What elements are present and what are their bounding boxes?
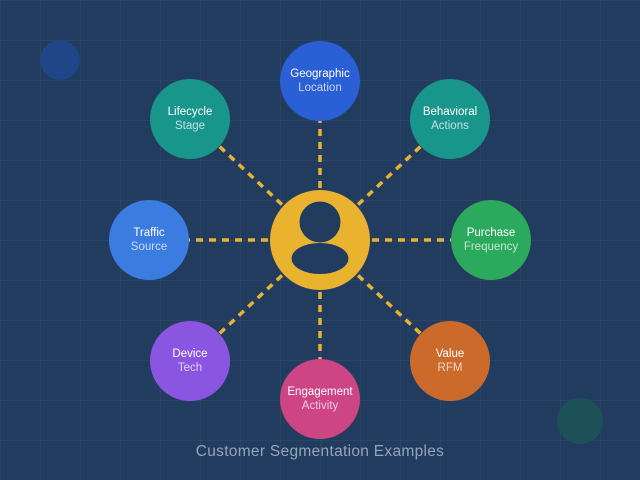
node-label-secondary: Actions — [431, 120, 469, 132]
node-value: Value RFM — [410, 321, 490, 401]
node-label-secondary: Stage — [174, 120, 206, 132]
node-engagement: Engagement Activity — [280, 359, 360, 439]
person-head — [299, 201, 341, 243]
node-label-secondary: Frequency — [463, 241, 519, 253]
node-geographic: Geographic Location — [280, 41, 360, 121]
node-label-secondary: Activity — [301, 400, 339, 412]
node-lifecycle: Lifecycle Stage — [150, 79, 230, 159]
node-label-primary: Purchase — [466, 227, 516, 239]
node-label-primary: Value — [435, 348, 465, 360]
decor-circle-top-left — [40, 40, 80, 80]
node-label-secondary: Source — [130, 241, 168, 253]
node-label-primary: Device — [172, 348, 208, 360]
node-label-secondary: Tech — [177, 362, 203, 374]
decor-circle-bottom-right — [557, 398, 603, 444]
diagram-title: Customer Segmentation Examples — [195, 443, 445, 460]
node-label-primary: Geographic — [290, 68, 350, 80]
node-device: Device Tech — [150, 321, 230, 401]
person-body — [291, 243, 349, 274]
node-label-secondary: RFM — [437, 362, 463, 374]
central-hub — [270, 190, 370, 290]
node-behavioral: Behavioral Actions — [410, 79, 490, 159]
node-label-secondary: Location — [298, 82, 342, 94]
node-traffic: Traffic Source — [109, 200, 189, 280]
node-label-primary: Engagement — [287, 386, 353, 398]
node-purchase: Purchase Frequency — [451, 200, 531, 280]
node-label-primary: Traffic — [133, 227, 165, 239]
node-label-primary: Behavioral — [422, 106, 478, 118]
node-label-primary: Lifecycle — [167, 106, 213, 118]
person-icon — [291, 201, 349, 274]
